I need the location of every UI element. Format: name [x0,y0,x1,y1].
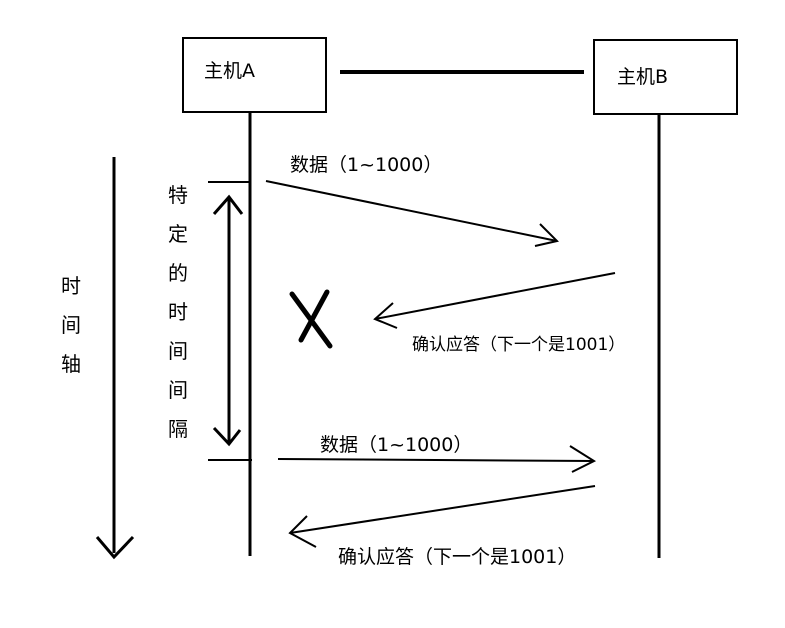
time-axis-arrow [95,157,135,560]
host-a-box [182,37,327,113]
data-2-arrow [277,445,597,473]
data-1-label: 数据（1~1000） [290,154,443,176]
data-1-arrow [265,180,559,247]
timeout-char: 时 [168,300,188,324]
data-2-label: 数据（1~1000） [320,434,473,456]
ack-1-arrow [373,272,616,329]
timeout-char: 隔 [168,417,188,441]
time-axis-char: 间 [61,313,81,337]
host-a-label: 主机A [204,60,255,82]
host-b-box [593,39,738,115]
lost-marker-x [289,289,333,349]
timeout-char: 间 [168,339,188,363]
time-axis-char: 轴 [61,352,81,376]
time-axis-char: 时 [61,274,81,298]
timeout-char: 间 [168,378,188,402]
host-b-label: 主机B [617,66,669,88]
timeout-char: 定 [168,222,188,246]
timeout-interval-label: 特 定 的 时 间 间 隔 [168,176,188,449]
ack-1-label: 确认应答（下一个是1001） [412,335,626,355]
time-axis-label: 时 间 轴 [61,267,81,384]
timeout-char: 特 [168,183,188,207]
interval-double-arrow [212,194,244,447]
ack-2-arrow [288,485,596,548]
timeout-char: 的 [168,261,188,285]
ack-2-label: 确认应答（下一个是1001） [338,546,577,568]
